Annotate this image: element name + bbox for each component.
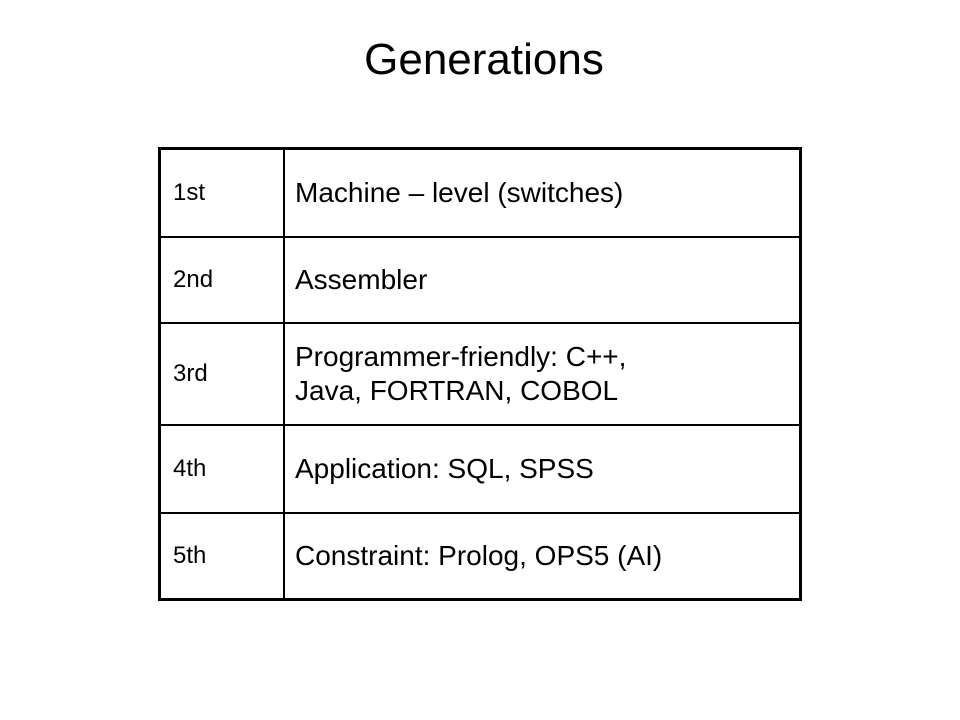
- description-cell: Machine – level (switches): [283, 147, 802, 238]
- description-cell: Programmer-friendly: C++, Java, FORTRAN,…: [283, 322, 802, 426]
- description-line: Programmer-friendly: C++,: [295, 341, 627, 372]
- generation-cell: 1st: [158, 147, 285, 238]
- table-row: 3rd Programmer-friendly: C++, Java, FORT…: [158, 322, 802, 426]
- table-row: 4th Application: SQL, SPSS: [158, 424, 802, 514]
- generations-table: 1st Machine – level (switches) 2nd Assem…: [158, 147, 802, 601]
- table-row: 1st Machine – level (switches): [158, 147, 802, 238]
- table-row: 2nd Assembler: [158, 236, 802, 324]
- description-cell: Assembler: [283, 236, 802, 324]
- generation-cell: 4th: [158, 424, 285, 514]
- description-cell: Application: SQL, SPSS: [283, 424, 802, 514]
- description-cell: Constraint: Prolog, OPS5 (AI): [283, 512, 802, 601]
- table-row: 5th Constraint: Prolog, OPS5 (AI): [158, 512, 802, 601]
- generation-cell: 3rd: [158, 322, 285, 426]
- generation-cell: 5th: [158, 512, 285, 601]
- generation-cell: 2nd: [158, 236, 285, 324]
- description-line: Java, FORTRAN, COBOL: [295, 375, 619, 406]
- slide-title: Generations: [364, 35, 604, 84]
